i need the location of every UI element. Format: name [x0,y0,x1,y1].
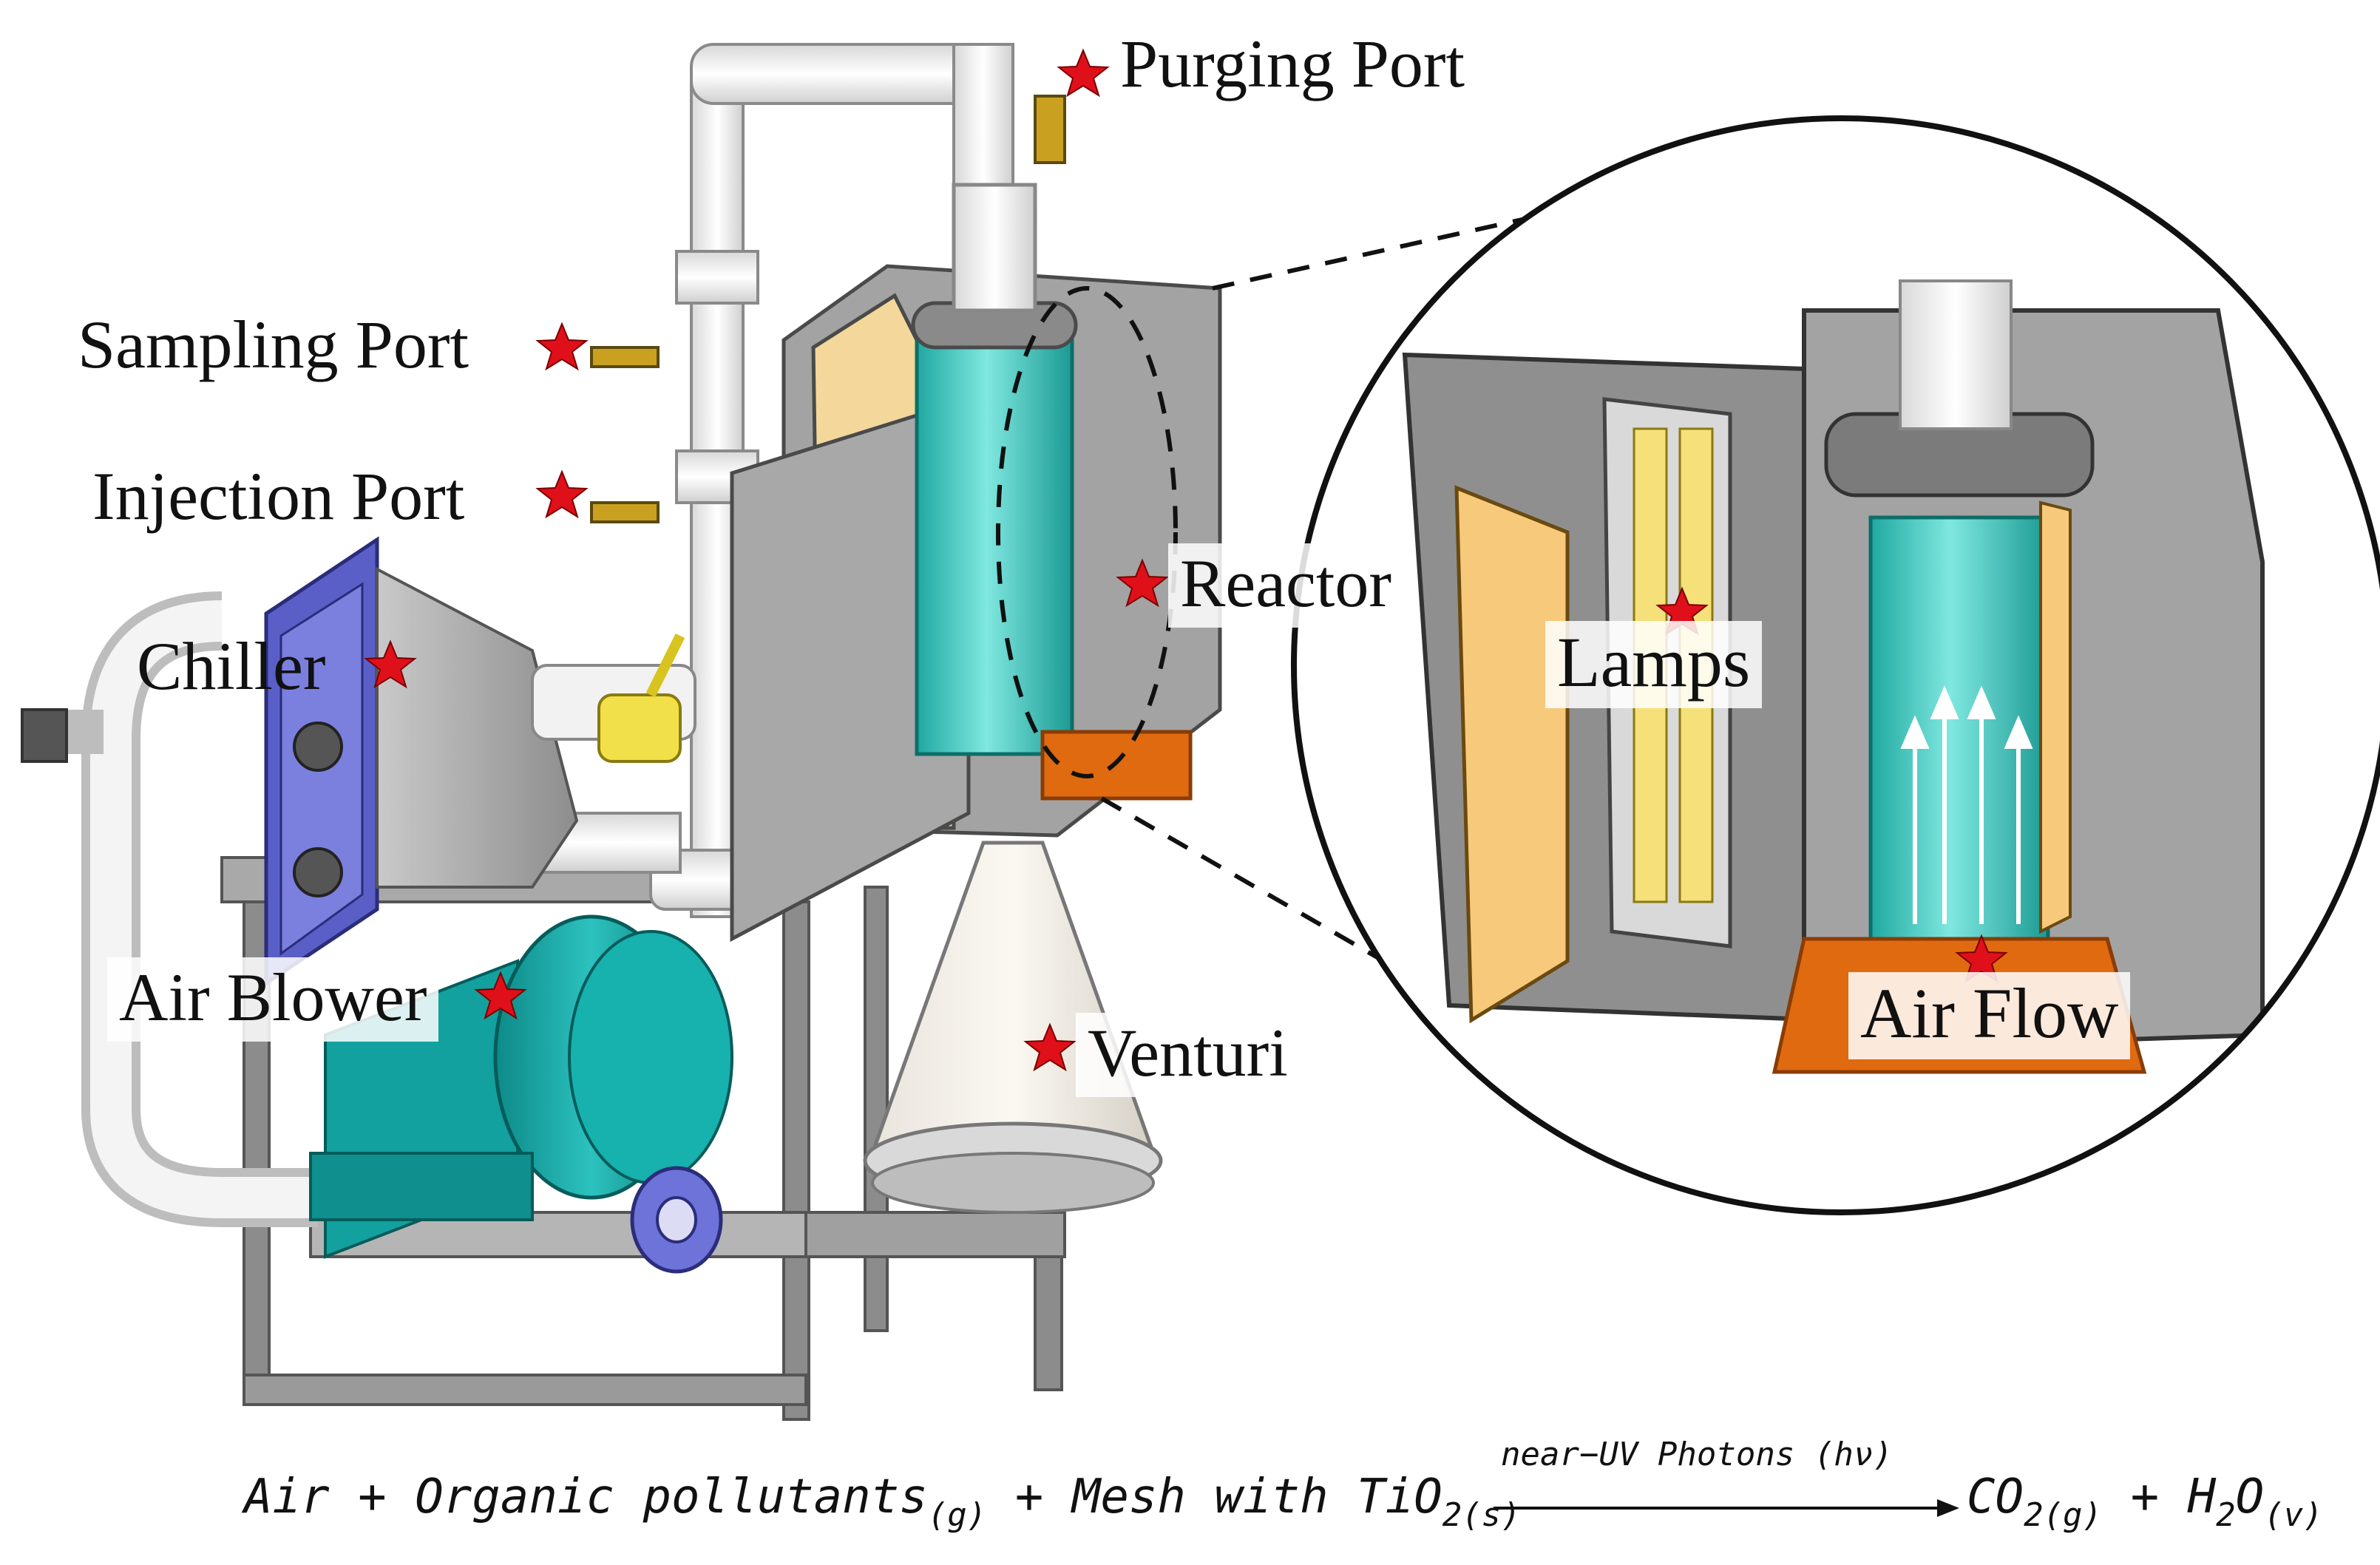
label-injection-port: Injection Port [92,458,465,534]
star-icon [1955,934,2008,983]
marker-stars [364,48,2008,1072]
reactor-enclosure [730,183,1222,943]
label-chiller: Chiller [137,628,326,704]
reaction-arrow-icon [1494,1499,1959,1517]
apparatus-main [21,43,1613,1421]
star-icon [1116,558,1169,608]
star-icon [364,639,417,689]
label-reactor: Reactor [1168,543,1404,628]
label-sampling-port: Sampling Port [78,307,469,382]
star-icon [535,322,589,371]
label-lamps: Lamps [1545,621,1763,708]
equation-arrow-label: near−UV Photons (hν) [1501,1436,1893,1473]
star-icon [1057,48,1110,98]
equation-reactants: Air + Organic pollutants(g) + Mesh with … [244,1470,1521,1534]
chiller-unit [264,536,696,987]
star-icon [474,971,527,1020]
equation-products: CO2(g) + H2O(v) [1967,1470,2323,1534]
star-icon [1023,1022,1077,1072]
reactor-detail-inset [1291,115,2380,1215]
label-venturi: Venturi [1076,1013,1300,1097]
zoom-connector [996,197,1613,1022]
reaction-equation: Air + Organic pollutants(g) + Mesh with … [244,1436,2359,1560]
label-air-blower: Air Blower [107,957,439,1042]
port-valves [590,95,1066,523]
label-purging-port: Purging Port [1120,26,1465,101]
star-icon [535,469,589,519]
air-blower [309,914,733,1274]
label-air-flow: Air Flow [1848,972,2131,1059]
air-flow-arrows [1900,685,2033,924]
